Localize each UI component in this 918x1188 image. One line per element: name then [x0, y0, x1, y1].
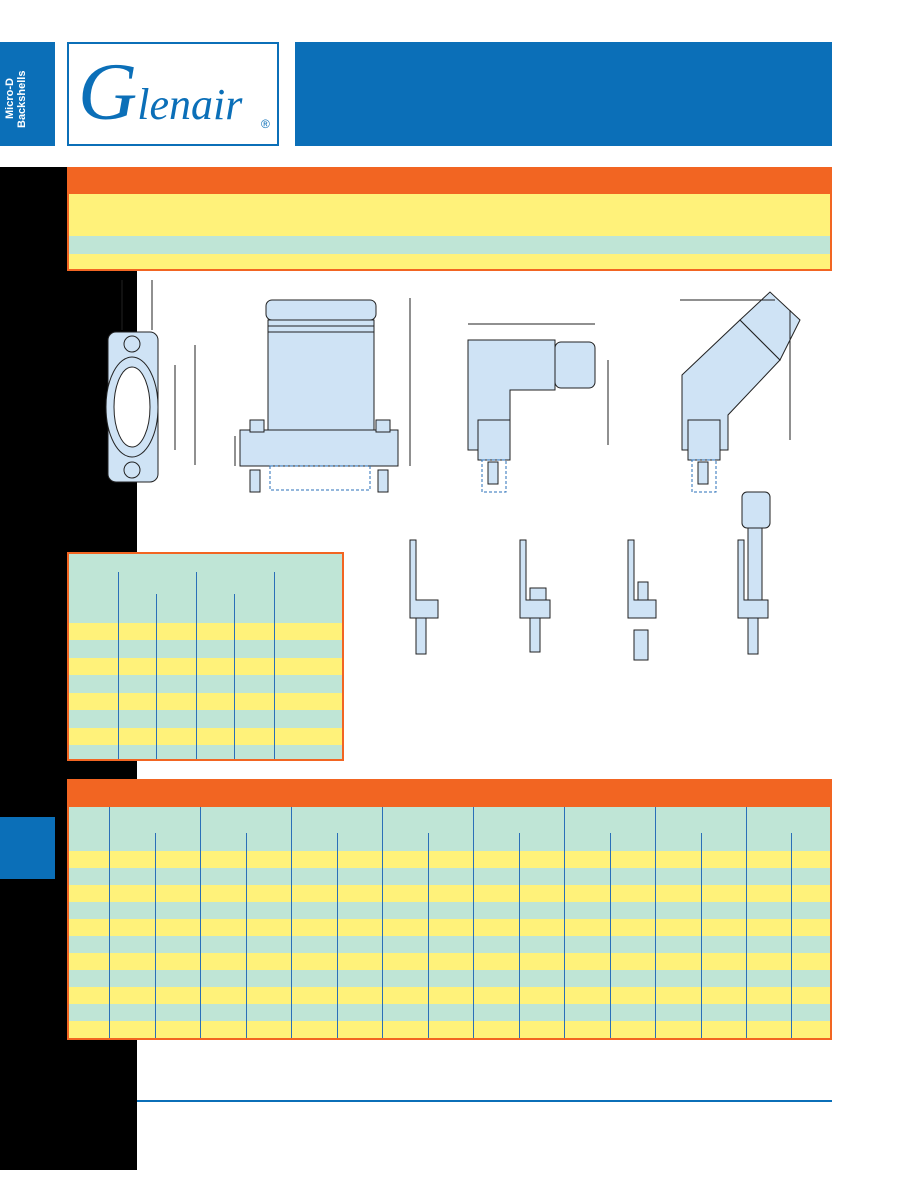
section-tab[interactable]: [0, 42, 55, 146]
table-row: [69, 623, 342, 640]
table-row: [69, 885, 830, 902]
hardware-options-drawings: [409, 491, 771, 661]
angled-view-drawing: [680, 291, 801, 493]
product-title-band: [67, 167, 832, 194]
table-row: [69, 919, 830, 936]
logo-registered-mark: ®: [261, 117, 270, 131]
hardware-option-3: [627, 539, 657, 661]
table-row: [69, 953, 830, 970]
hardware-option-1: [409, 539, 439, 655]
hardware-option-2: [519, 539, 551, 653]
table-row: [69, 987, 830, 1004]
end-view-drawing: [105, 280, 196, 483]
logo: [67, 42, 279, 146]
product-subtitle-band: [69, 236, 830, 254]
table-row: [69, 658, 342, 675]
dimensions-table: [67, 552, 344, 761]
table-row: [69, 851, 830, 868]
logo-wordmark: Glenair: [78, 46, 243, 137]
right-angle-view-drawing: [467, 323, 609, 493]
hardware-option-4: [737, 491, 771, 655]
table-row: [69, 1021, 830, 1038]
section-tab-marker: [0, 817, 55, 879]
part-number-table: [67, 779, 832, 1040]
straight-view-drawing: [234, 298, 411, 493]
table-header-band: [69, 781, 830, 807]
footer-rule: [137, 1100, 832, 1102]
section-tab-label: Micro-D Backshells: [4, 70, 28, 128]
table-row: [69, 728, 342, 745]
backshell-drawings: [105, 280, 801, 493]
header-title-bar: [295, 42, 832, 146]
table-row: [69, 693, 342, 710]
